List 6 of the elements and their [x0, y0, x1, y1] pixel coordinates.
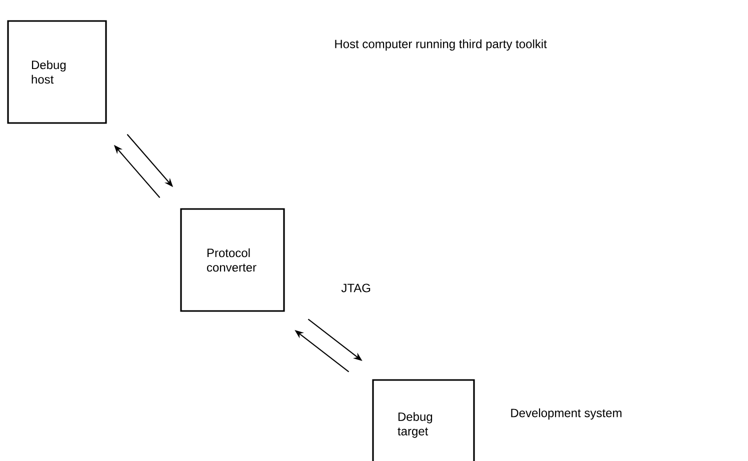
description-text: Development system — [511, 408, 622, 420]
box: Protocol converter — [180, 208, 285, 312]
edge-label: JTAG — [340, 282, 372, 294]
box: Debug target — [372, 379, 475, 461]
description-text: Host computer running third party toolkit — [335, 39, 547, 51]
box: Debug host — [7, 20, 107, 124]
